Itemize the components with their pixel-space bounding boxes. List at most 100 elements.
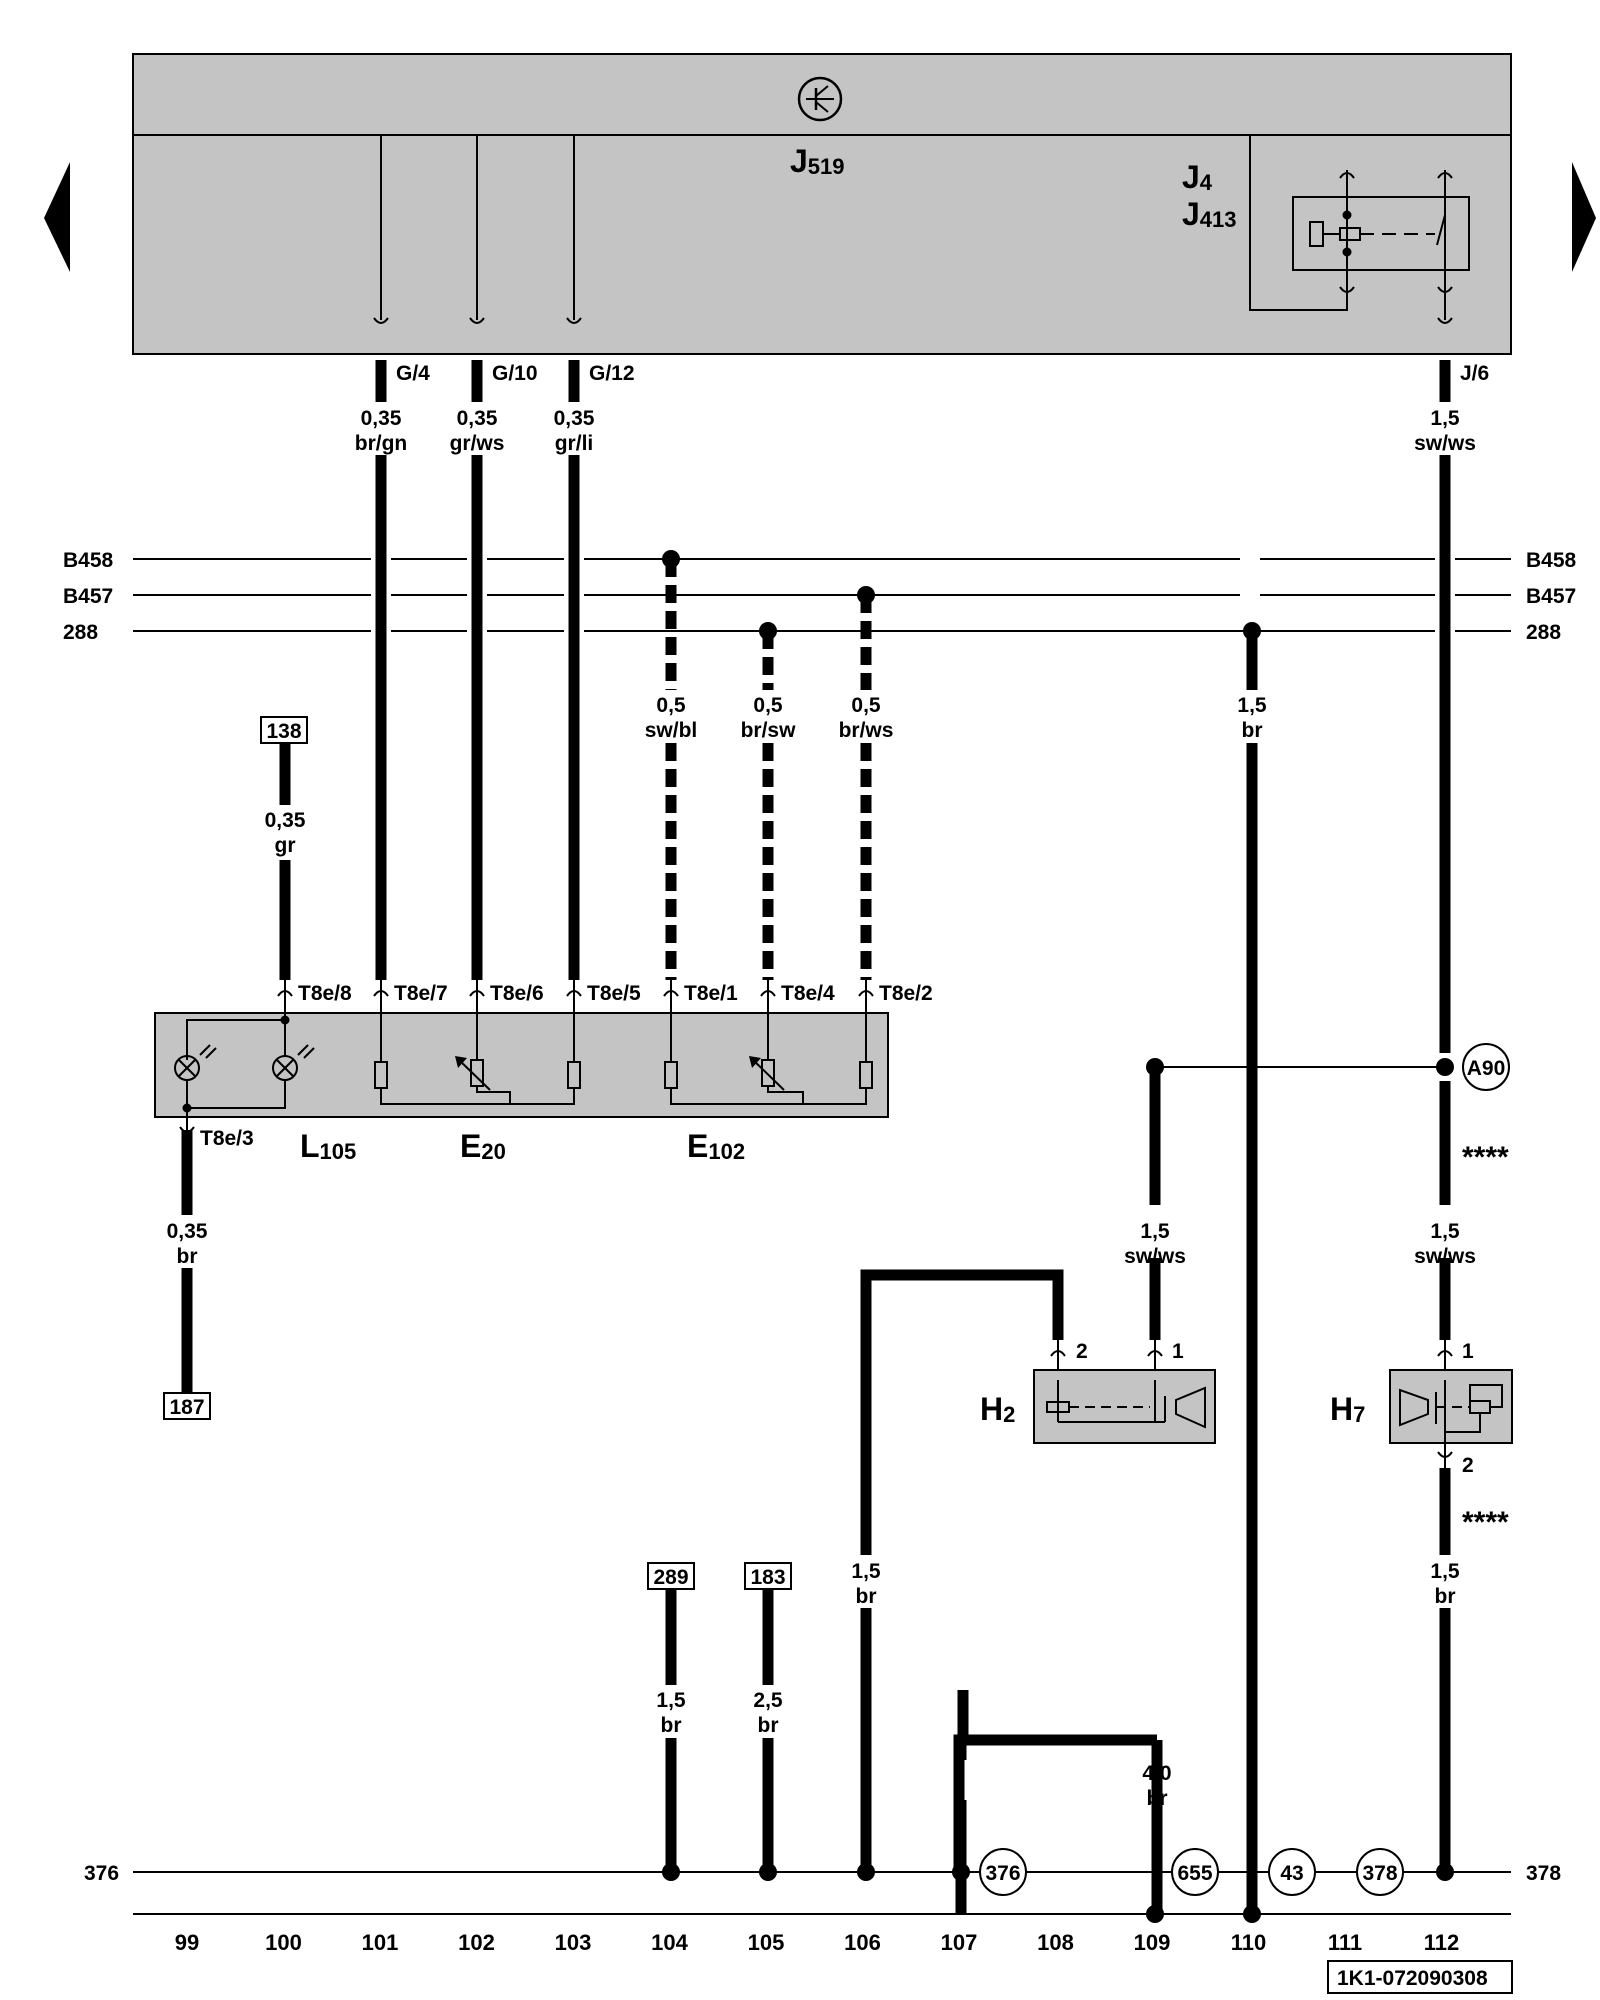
track-number-row: 99 100 101 102 103 104 105 106 107 108 109 110 111 11… — [175, 1930, 1459, 1955]
pin-g4: G/4 — [396, 362, 430, 385]
wire-104-size: 0,5 — [656, 694, 686, 717]
switch-module-housing — [154, 1012, 889, 1118]
wire-h7-color: sw/ws — [1414, 1245, 1476, 1268]
track-number: 99 — [175, 1930, 199, 1955]
wire-101-color: br/gn — [355, 432, 408, 455]
wire-106-ground-size: 1,5 — [851, 1560, 881, 1583]
bus-b457-left: B457 — [63, 585, 113, 608]
track-number: 107 — [941, 1930, 978, 1955]
ref-box-138[interactable]: 138 — [266, 720, 301, 743]
wire-102-size: 0,35 — [457, 407, 498, 430]
wire-106-color: br/ws — [839, 719, 894, 742]
track-number: 101 — [362, 1930, 399, 1955]
wire-110-color: br — [1242, 719, 1263, 742]
bus-378-right: 378 — [1526, 1862, 1561, 1885]
label-e102: E102 — [687, 1128, 745, 1164]
label-j4: J4 — [1182, 159, 1213, 195]
wire-109-ground-size: 4,0 — [1142, 1762, 1171, 1785]
track-number: 111 — [1328, 1930, 1362, 1955]
control-unit-j519 — [132, 53, 1512, 355]
wire-100-size: 0,35 — [265, 809, 306, 832]
wire-99-size: 0,35 — [167, 1220, 208, 1243]
track-number: 110 — [1231, 1930, 1267, 1955]
wire-102-color: gr/ws — [450, 432, 505, 455]
electronics-symbol-icon — [797, 76, 843, 122]
wire-99-color: br — [177, 1245, 198, 1268]
pin-g12: G/12 — [589, 362, 635, 385]
wire-105-ground-color: br — [758, 1714, 779, 1737]
track-number: 104 — [651, 1930, 688, 1955]
track-number: 102 — [458, 1930, 495, 1955]
pin-t8e5: T8e/5 — [587, 982, 641, 1005]
track-number: 106 — [844, 1930, 881, 1955]
wire-105-size: 0,5 — [753, 694, 783, 717]
wire-104-color: sw/bl — [645, 719, 698, 742]
wire-109-ground-color: br — [1147, 1787, 1168, 1810]
pin-j6: J/6 — [1460, 362, 1489, 385]
pin-t8e1: T8e/1 — [684, 982, 738, 1005]
pin-h7-2: 2 — [1462, 1454, 1474, 1477]
wire-h7-ground-color: br — [1435, 1585, 1456, 1608]
pin-t8e7: T8e/7 — [394, 982, 448, 1005]
wire-106-ground-color: br — [856, 1585, 877, 1608]
next-page-arrow[interactable] — [1572, 162, 1596, 272]
ref-box-187[interactable]: 187 — [169, 1396, 204, 1419]
pin-t8e3: T8e/3 — [200, 1127, 254, 1150]
pin-h2-1: 1 — [1172, 1340, 1184, 1363]
previous-page-arrow[interactable] — [44, 162, 70, 272]
label-j413: J413 — [1182, 196, 1237, 232]
wire-110-size: 1,5 — [1237, 694, 1267, 717]
wire-h7-ground-size: 1,5 — [1430, 1560, 1460, 1583]
wire-101-size: 0,35 — [361, 407, 402, 430]
ref-box-289[interactable]: 289 — [653, 1566, 688, 1589]
track-number: 103 — [555, 1930, 592, 1955]
wire-105-ground-size: 2,5 — [753, 1689, 783, 1712]
wire-112-size: 1,5 — [1430, 407, 1460, 430]
ref-circle-378[interactable]: 378 — [1362, 1862, 1397, 1885]
label-e20: E20 — [460, 1128, 506, 1164]
wire-h2-color: sw/ws — [1124, 1245, 1186, 1268]
track-number: 105 — [748, 1930, 785, 1955]
pin-t8e2: T8e/2 — [879, 982, 933, 1005]
wire-h2-size: 1,5 — [1140, 1220, 1170, 1243]
wire-103-color: gr/li — [555, 432, 594, 455]
bus-b457-right: B457 — [1526, 585, 1576, 608]
pin-g10: G/10 — [492, 362, 538, 385]
track-number: 100 — [265, 1930, 302, 1955]
wire-104-ground-size: 1,5 — [656, 1689, 686, 1712]
track-number: 109 — [1134, 1930, 1171, 1955]
relay-j4-j413 — [1249, 135, 1470, 311]
pin-t8e8: T8e/8 — [298, 982, 352, 1005]
pin-t8e4: T8e/4 — [781, 982, 835, 1005]
pin-h2-2: 2 — [1076, 1340, 1088, 1363]
pin-t8e6: T8e/6 — [490, 982, 544, 1005]
ref-circle-43[interactable]: 43 — [1280, 1862, 1303, 1885]
label-h2: H2 — [980, 1391, 1015, 1427]
wire-100-color: gr — [275, 834, 296, 857]
document-id: 1K1-072090308 — [1337, 1967, 1488, 1990]
bus-b458-right: B458 — [1526, 549, 1577, 572]
wire-105-color: br/sw — [741, 719, 797, 742]
note-stars-lower: **** — [1462, 1506, 1509, 1539]
wire-103-size: 0,35 — [554, 407, 595, 430]
wire-106-size: 0,5 — [851, 694, 881, 717]
label-l105: L105 — [300, 1128, 356, 1164]
bus-376-left: 376 — [84, 1862, 119, 1885]
ref-circle-655[interactable]: 655 — [1177, 1862, 1212, 1885]
wire-104-ground-color: br — [661, 1714, 682, 1737]
bus-288-left: 288 — [63, 621, 98, 644]
wire-112-color: sw/ws — [1414, 432, 1476, 455]
ref-box-183[interactable]: 183 — [750, 1566, 785, 1589]
label-h7: H7 — [1330, 1391, 1365, 1427]
ref-circle-a90[interactable]: A90 — [1467, 1057, 1506, 1080]
ref-circle-376[interactable]: 376 — [985, 1862, 1020, 1885]
track-number: 108 — [1037, 1930, 1074, 1955]
label-j519: J519 — [790, 143, 845, 179]
pin-h7-1: 1 — [1462, 1340, 1474, 1363]
wire-h7-size: 1,5 — [1430, 1220, 1460, 1243]
bus-b458-left: B458 — [63, 549, 114, 572]
track-number: 112 — [1424, 1930, 1460, 1955]
bus-288-right: 288 — [1526, 621, 1561, 644]
note-stars-upper: **** — [1462, 1141, 1509, 1174]
